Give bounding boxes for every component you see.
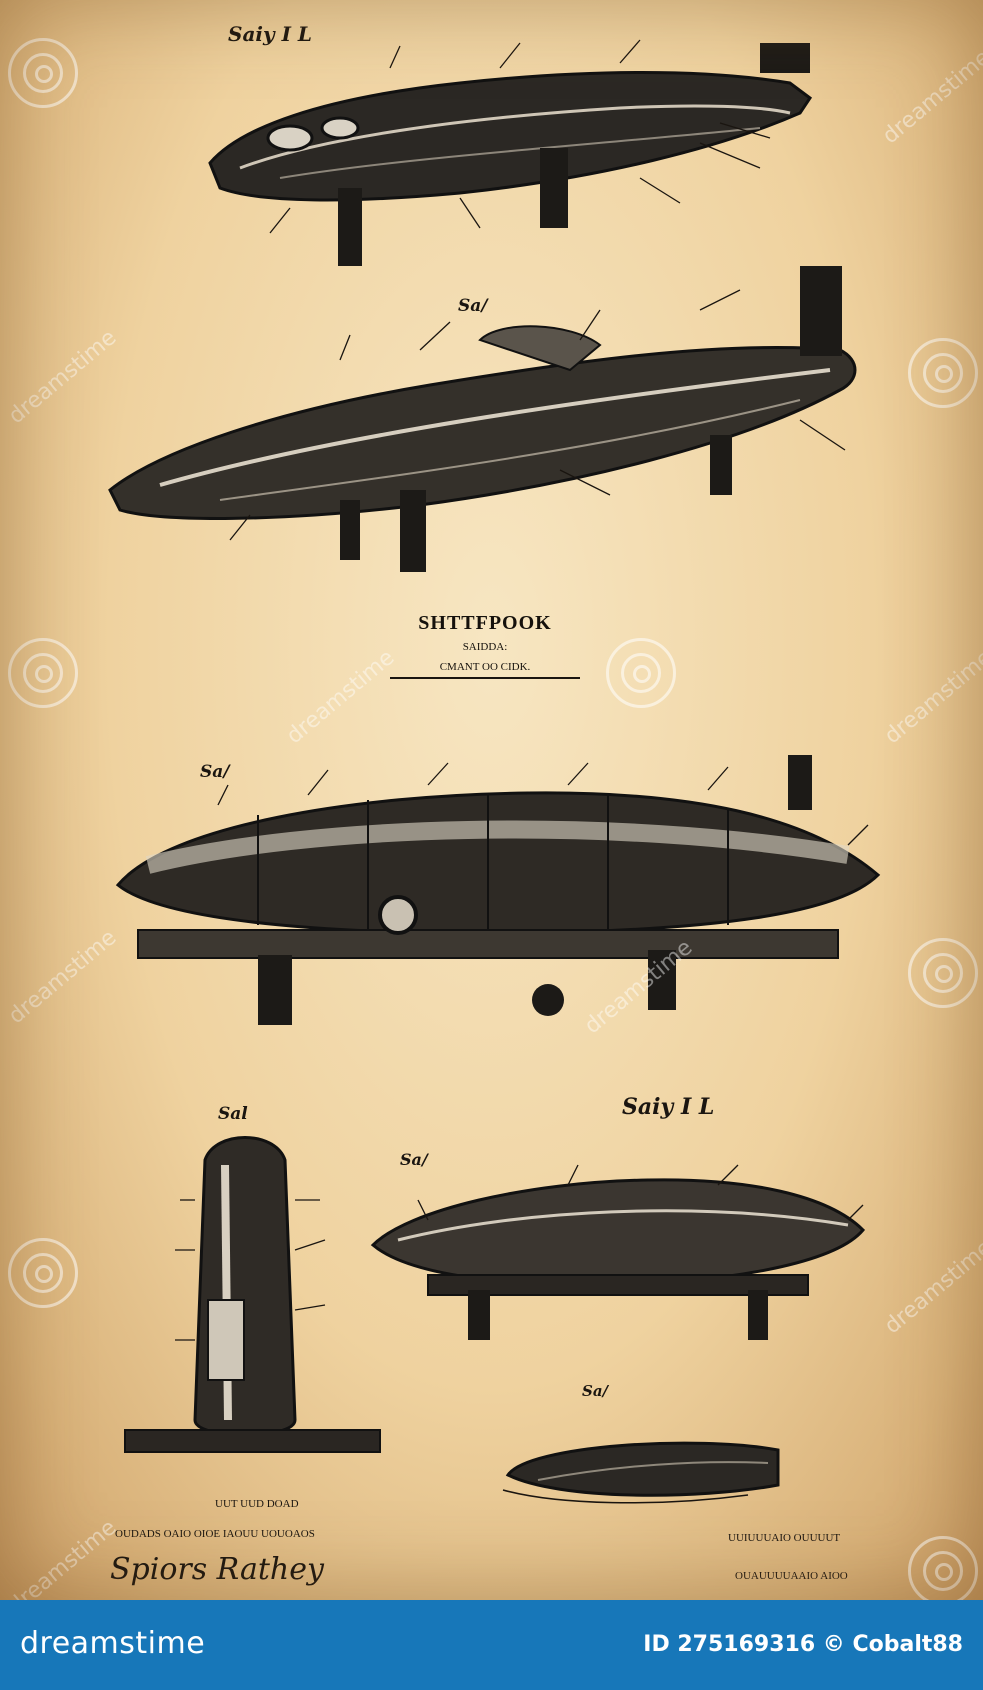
watermark-text: dreamstime	[880, 1235, 983, 1340]
airship-figure-5	[370, 1164, 866, 1340]
drawing-title-block: SHTTFPOOK SAIDDA: CMANT OO CIDK.	[370, 612, 600, 679]
dreamstime-logo[interactable]: dreamstime	[20, 1626, 206, 1661]
footer-right-line-1: UUIUUUAIO OUUUUT	[728, 1532, 841, 1544]
fig-label-7: Sa/	[582, 1382, 609, 1400]
drawing-subtitle-2: CMANT OO CIDK.	[439, 661, 531, 673]
drawing-title: SHTTFPOOK	[418, 612, 552, 634]
fig-label-1: Saiy I L	[228, 22, 312, 46]
dreamstime-swirl-icon	[8, 38, 78, 108]
boat-figure-7	[502, 1441, 780, 1504]
fig-label-2: Sa/	[458, 296, 488, 316]
footer-right-line-2: OUAUUUUAAIO AIOO	[735, 1570, 848, 1582]
watermark-text: dreamstime	[282, 645, 400, 750]
credit-bar: dreamstime ID 275169316 © Cobalt88	[0, 1600, 983, 1690]
dreamstime-swirl-icon	[908, 938, 978, 1008]
signature: Spiors Rathey	[110, 1552, 324, 1587]
drawing-subtitle: SAIDDA:	[462, 641, 508, 653]
dreamstime-swirl-icon	[8, 1238, 78, 1308]
watermark-text: dreamstime	[878, 45, 983, 150]
watermark-text: dreamstime	[4, 925, 122, 1030]
dreamstime-swirl-icon	[8, 638, 78, 708]
dreamstime-swirl-icon	[908, 1536, 978, 1600]
fig-label-5: Saiy I L	[622, 1094, 715, 1120]
fig-label-4: Sal	[218, 1104, 248, 1124]
fig-label-6: Sa/	[400, 1150, 428, 1169]
patent-drawing-sheet: Saiy I L Sa/ SHTTFPOOK SAIDDA: CMANT OO …	[0, 0, 983, 1600]
dreamstime-swirl-icon	[908, 338, 978, 408]
airship-figure-3	[115, 755, 881, 1025]
watermark-text: dreamstime	[4, 1515, 122, 1600]
dreamstime-swirl-icon	[606, 638, 676, 708]
airship-figure-2	[108, 266, 857, 572]
footer-left-line-2: OUDADS OAIO OIOE IAOUU UOUOAOS	[115, 1528, 315, 1540]
image-credit: ID 275169316 © Cobalt88	[643, 1632, 963, 1657]
title-underline	[390, 677, 580, 679]
fig-label-3: Sa/	[200, 762, 230, 782]
capsule-figure-4	[124, 1136, 381, 1453]
watermark-text: dreamstime	[880, 645, 983, 750]
footer-left-line-1: UUT UUD DOAD	[215, 1498, 299, 1510]
airship-figure-1	[208, 39, 813, 266]
